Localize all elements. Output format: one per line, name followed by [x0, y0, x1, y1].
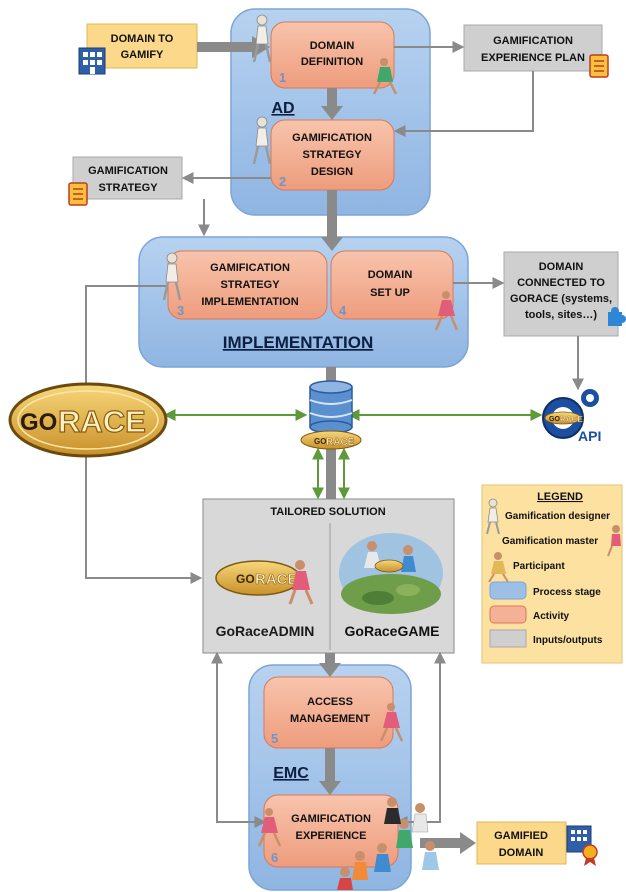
output-experience-plan-line1: GAMIFICATION: [493, 35, 573, 47]
puzzle-piece-icon: [608, 307, 626, 326]
activity-2-line1: GAMIFICATION: [292, 132, 372, 144]
gorace-logo-go: GO: [20, 409, 57, 436]
activity-1-line2: DEFINITION: [301, 56, 363, 68]
stage-implementation-label: IMPLEMENTATION: [223, 333, 373, 352]
activity-2-line2: STRATEGY: [302, 149, 362, 161]
stage-emc-label: EMC: [273, 765, 309, 782]
output-experience-plan: [463, 24, 603, 72]
building-award-icon: [566, 825, 598, 866]
legend-swatch-activity: [489, 605, 527, 624]
db-logo-race: RACE: [326, 437, 355, 448]
legend-item-designer: Gamification designer: [505, 511, 610, 522]
output-strategy-line1: GAMIFICATION: [88, 165, 168, 177]
legend-swatch-io: [489, 629, 527, 648]
activity-4-box: [330, 250, 454, 320]
output-domain-connected: [503, 251, 619, 337]
output-domain-connected-line1: DOMAIN: [539, 261, 584, 273]
activity-1-box: [270, 21, 395, 89]
building-icon: [78, 47, 106, 75]
activity-6-number: 6: [271, 850, 278, 865]
legend-title: LEGEND: [537, 491, 583, 503]
activity-3-number: 3: [177, 303, 184, 318]
output-gamified-domain-line2: DOMAIN: [499, 847, 544, 859]
legend-item-io: Inputs/outputs: [533, 635, 603, 646]
document-icon: [589, 54, 609, 78]
master-figure-icon: [434, 291, 459, 331]
arrow-activity5-to-activity6: [319, 748, 341, 795]
participant-figure-icon: [372, 58, 398, 95]
arrow-activity6-to-goracegame: [395, 651, 446, 828]
designer-figure-icon: [162, 252, 182, 301]
activity-1-line1: DOMAIN: [310, 40, 355, 52]
output-domain-connected-line4: tools, sites…): [525, 309, 597, 321]
activity-5-line2: MANAGEMENT: [290, 713, 370, 725]
stage-ad-label: AD: [271, 100, 294, 117]
activity-1-number: 1: [279, 70, 286, 85]
output-strategy: [72, 156, 183, 200]
legend-item-participant: Participant: [513, 561, 565, 572]
activity-2-number: 2: [279, 174, 286, 189]
arrow-activity6-to-gamified: [420, 832, 476, 854]
master-figure-icon: [257, 808, 282, 847]
gorace-logo-race: RACE: [58, 404, 146, 439]
output-strategy-line2: STRATEGY: [98, 182, 158, 194]
arrow-plan-to-activity2: [393, 71, 534, 137]
goracegame-label: GoRaceGAME: [345, 623, 440, 639]
designer-figure-icon: [252, 14, 272, 63]
goraceadmin-logo-go: GO: [236, 572, 255, 586]
activity-3-line2: STRATEGY: [220, 279, 280, 291]
output-domain-connected-line3: GORACE (systems,: [510, 293, 612, 305]
activity-3-line3: IMPLEMENTATION: [201, 296, 298, 308]
api-logo: GO RACE API: [542, 389, 601, 444]
gorace-logo: GO RACE: [8, 382, 168, 458]
activity-4-line2: SET UP: [370, 287, 410, 299]
api-logo-go: GO: [549, 416, 560, 423]
connector-db-to-tailored: [326, 448, 336, 499]
arrow-input-to-activity1: [197, 36, 270, 58]
activity-2-line3: DESIGN: [311, 166, 353, 178]
activity-4-line1: DOMAIN: [368, 269, 413, 281]
legend-item-master: Gamification master: [502, 536, 598, 547]
document-icon: [68, 182, 88, 206]
activity-5-line1: ACCESS: [307, 696, 353, 708]
input-domain-to-gamify-line1: DOMAIN TO: [111, 33, 174, 45]
legend-master-icon: [607, 525, 621, 557]
db-logo-go: GO: [314, 437, 326, 446]
activity-5-number: 5: [271, 731, 278, 746]
arrow-ad-to-implementation: [321, 190, 343, 251]
api-logo-race: RACE: [560, 415, 583, 424]
legend-designer-icon: [486, 498, 500, 535]
goracegame-image: [339, 533, 443, 614]
api-logo-text: API: [578, 428, 601, 444]
output-domain-connected-line2: CONNECTED TO: [517, 277, 605, 289]
goraceadmin-label: GoRaceADMIN: [216, 623, 315, 639]
arrow-tailored-to-activity5: [319, 653, 341, 677]
input-domain-to-gamify-line2: GAMIFY: [121, 49, 164, 61]
output-gamified-domain-line1: GAMIFIED: [494, 830, 548, 842]
arrow-activity6-to-goraceadmin: [211, 651, 267, 828]
db-gorace-logo: GO RACE: [300, 430, 362, 450]
legend-swatch-stage: [489, 581, 527, 600]
participants-crowd-icon: [337, 797, 439, 890]
master-figure-icon: [379, 703, 404, 742]
database-icon: [309, 380, 353, 434]
activity-4-number: 4: [339, 303, 347, 318]
connector-implementation-to-db: [326, 367, 336, 387]
goraceadmin-logo: GO RACE: [215, 560, 314, 605]
goraceadmin-logo-race: RACE: [255, 571, 298, 588]
activity-6-line1: GAMIFICATION: [291, 813, 371, 825]
output-experience-plan-line2: EXPERIENCE PLAN: [481, 52, 585, 64]
tailored-solution-title: TAILORED SOLUTION: [270, 506, 385, 518]
output-gamified-domain: [476, 821, 567, 865]
legend-item-activity: Activity: [533, 611, 570, 622]
arrow-activity1-to-activity2: [321, 88, 343, 120]
activity-3-line1: GAMIFICATION: [210, 262, 290, 274]
designer-figure-icon: [252, 116, 272, 165]
legend-participant-icon: [488, 552, 509, 583]
legend-item-stage: Process stage: [533, 587, 601, 598]
activity-6-line2: EXPERIENCE: [296, 830, 367, 842]
